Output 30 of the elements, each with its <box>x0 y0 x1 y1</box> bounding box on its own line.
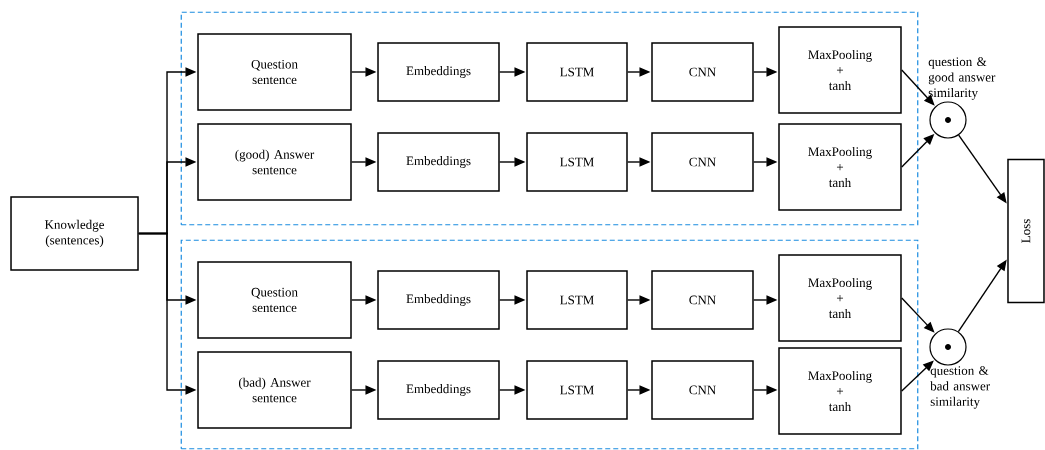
process-box: (good) Answer sentence <box>197 123 352 201</box>
process-box: Embeddings <box>377 132 500 192</box>
process-box: MaxPooling + tanh <box>778 123 902 211</box>
process-box: CNN <box>651 42 754 102</box>
group-frame <box>180 239 919 450</box>
process-box: Embeddings <box>377 270 500 330</box>
similarity-label: question & bad answer similarity <box>930 366 990 409</box>
process-box: LSTM <box>526 42 628 102</box>
process-box: Loss <box>1007 158 1045 304</box>
group-frame <box>180 11 919 226</box>
process-box: MaxPooling + tanh <box>778 26 902 114</box>
process-box: Embeddings <box>377 42 500 102</box>
process-box: CNN <box>651 360 754 420</box>
process-box: MaxPooling + tanh <box>778 254 902 342</box>
process-box: Question sentence <box>197 261 352 339</box>
process-box: MaxPooling + tanh <box>778 347 902 435</box>
process-box: Question sentence <box>197 33 352 111</box>
dot-product-circle <box>929 328 967 366</box>
process-box: Knowledge (sentences) <box>10 196 139 271</box>
arrow <box>901 69 935 106</box>
process-box: LSTM <box>526 360 628 420</box>
process-box: CNN <box>651 132 754 192</box>
dot-product-circle <box>929 101 967 139</box>
process-box: CNN <box>651 270 754 330</box>
similarity-label: question & good answer similarity <box>928 57 996 100</box>
process-box: Embeddings <box>377 360 500 420</box>
process-box: LSTM <box>526 270 628 330</box>
process-box: LSTM <box>526 132 628 192</box>
process-box: (bad) Answer sentence <box>197 351 352 429</box>
arrow <box>901 360 934 392</box>
